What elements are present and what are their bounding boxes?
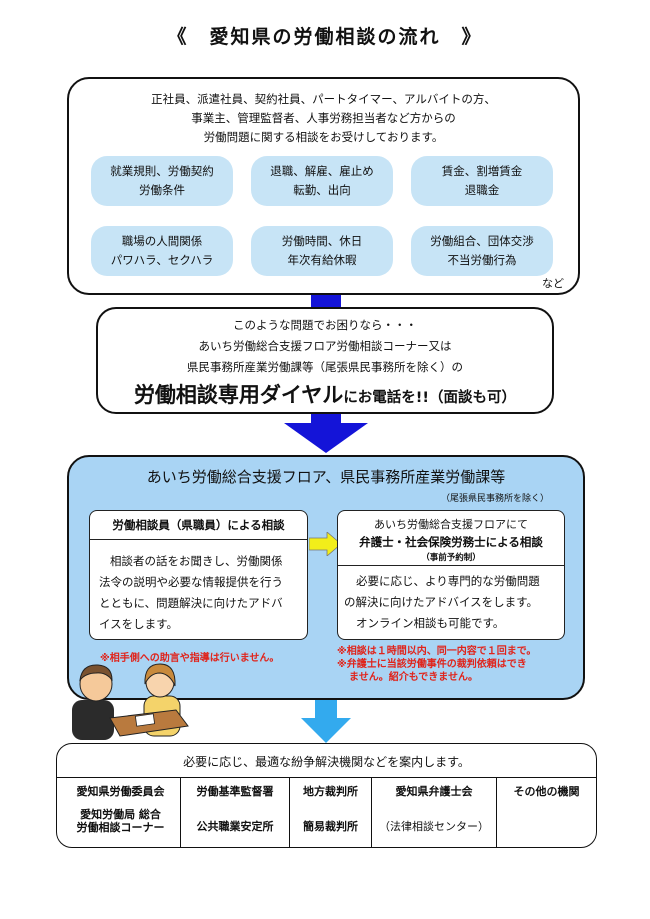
dial-name: 労働相談専用ダイヤル (133, 383, 344, 407)
category-line: 退職金 (464, 183, 500, 197)
etc-label: など (542, 277, 564, 290)
intro-line-1: 正社員、派遣社員、契約社員、パートタイマー、アルバイトの方、 (151, 92, 496, 106)
expert-panel-body: 必要に応じ、より専門的な労働問題 の解決に向けたアドバイスをします。 オンライン… (344, 571, 560, 634)
expert-heading-prefix: あいち労働総合支援フロアにて (374, 518, 528, 531)
down-arrow-icon (284, 423, 368, 453)
expert-body-line: の解決に向けたアドバイスをします。 (344, 595, 539, 609)
staff-panel-heading: 労働相談員（県職員）による相談 (90, 511, 307, 540)
expert-panel-heading: あいち労働総合支援フロアにて 弁護士・社会保険労務士による相談 （事前予約制） (338, 511, 564, 566)
referral-box: 必要に応じ、最適な紛争解決機関などを案内します。 愛知県労働委員会 愛知労働局 … (56, 743, 597, 848)
institution-summary-court: 簡易裁判所 (303, 820, 358, 833)
category-line: 職場の人間関係 (121, 234, 203, 248)
category-line: 労働組合、団体交渉 (430, 234, 534, 248)
expert-body-line: 必要に応じ、より専門的な労働問題 (356, 574, 540, 588)
institution-labor-standards: 労働基準監督署 (196, 785, 274, 798)
category-working-hours: 労働時間、休日 年次有給休暇 (251, 226, 393, 276)
institution-line: 愛知労働局 総合 (80, 808, 161, 821)
category-line: 退職、解雇、雇止め (270, 164, 374, 178)
intro-line-2: 事業主、管理監督者、人事労務担当者など方からの (191, 111, 456, 125)
institution-labor-bureau: 愛知労働局 総合 労働相談コーナー (61, 808, 180, 834)
institution-bar-association: 愛知県弁護士会 (395, 785, 473, 798)
page-title: 《 愛知県の労働相談の流れ 》 (167, 26, 483, 48)
intro-line-3: 労働問題に関する相談をお受けしております。 (203, 130, 444, 144)
expert-warning-line: ※相談は１時間以内、同一内容で１回まで。 (337, 646, 537, 657)
staff-consultation-panel: 労働相談員（県職員）による相談 相談者の話をお聞きし、労働関係 法令の説明や必要… (89, 510, 308, 640)
referral-heading: 必要に応じ、最適な紛争解決機関などを案内します。 (183, 755, 470, 769)
institution-other: その他の機関 (513, 785, 580, 798)
category-relationships: 職場の人間関係 パワハラ、セクハラ (91, 226, 233, 276)
staff-body-line: 相談者の話をお聞きし、労働関係 (110, 554, 283, 568)
problem-line-2: あいち労働総合支援フロア労働相談コーナー又は (198, 339, 452, 353)
staff-panel-body: 相談者の話をお聞きし、労働関係 法令の説明や必要な情報提供を行う とともに、問題… (99, 551, 304, 635)
right-arrow-icon (309, 532, 341, 556)
table-divider (57, 777, 596, 778)
staff-body-line: とともに、問題解決に向けたアドバ (99, 596, 283, 610)
visit-text: （面談も可） (429, 390, 517, 406)
institution-line: 労働相談コーナー (76, 821, 165, 834)
staff-body-line: イスをします。 (99, 617, 179, 631)
column-divider (180, 778, 181, 847)
institution-employment-office: 公共職業安定所 (196, 820, 274, 833)
call-text: にお電話を!! (343, 390, 430, 406)
consultation-targets-box: 正社員、派遣社員、契約社員、パートタイマー、アルバイトの方、 事業主、管理監督者… (67, 77, 580, 295)
office-note: （尾張県民事務所を除く） (440, 494, 549, 504)
office-box: あいち労働総合支援フロア、県民事務所産業労働課等 （尾張県民事務所を除く） 労働… (67, 455, 585, 700)
expert-warning-line: ません。紹介もできません。 (349, 672, 478, 683)
problem-line-3: 県民事務所産業労働課等（尾張県民事務所を除く）の (187, 360, 463, 374)
institution-legal-center: （法律相談センター） (379, 820, 489, 833)
down-arrow-light-icon (301, 696, 351, 743)
category-line: 労働時間、休日 (281, 234, 363, 248)
category-contract: 就業規則、労働契約 労働条件 (91, 156, 233, 206)
category-dismissal: 退職、解雇、雇止め 転勤、出向 (251, 156, 393, 206)
category-line: 労働条件 (139, 183, 185, 197)
expert-reservation: （事前予約制） (421, 553, 481, 563)
expert-warnings: ※相談は１時間以内、同一内容で１回まで。 ※弁護士に当該労働事件の裁判依頼はでき… (337, 645, 575, 684)
expert-heading: 弁護士・社会保険労務士による相談 (359, 535, 543, 549)
category-line: 就業規則、労働契約 (110, 164, 214, 178)
column-divider (496, 778, 497, 847)
office-title: あいち労働総合支援フロア、県民事務所産業労働課等 (146, 468, 506, 486)
category-line: 不当労働行為 (447, 253, 517, 267)
dial-callout: 労働相談専用ダイヤルにお電話を!!（面談も可） (98, 379, 552, 409)
expert-warning-line: ※弁護士に当該労働事件の裁判依頼はでき (337, 659, 527, 670)
category-line: 転勤、出向 (293, 183, 351, 197)
consultation-illustration (72, 663, 189, 740)
category-line: パワハラ、セクハラ (110, 253, 214, 267)
category-wages: 賃金、割増賃金 退職金 (411, 156, 553, 206)
institution-district-court: 地方裁判所 (303, 785, 358, 798)
column-divider (289, 778, 290, 847)
staff-body-line: 法令の説明や必要な情報提供を行う (99, 575, 283, 589)
problem-line-1: このような問題でお困りなら・・・ (233, 318, 417, 332)
category-line: 賃金、割増賃金 (441, 164, 523, 178)
expert-body-line: オンライン相談も可能です。 (356, 616, 505, 630)
category-line: 年次有給休暇 (287, 253, 357, 267)
expert-consultation-panel: あいち労働総合支援フロアにて 弁護士・社会保険労務士による相談 （事前予約制） … (337, 510, 565, 640)
institution-labor-commission: 愛知県労働委員会 (76, 785, 165, 798)
column-divider (371, 778, 372, 847)
problem-box: このような問題でお困りなら・・・ あいち労働総合支援フロア労働相談コーナー又は … (96, 307, 554, 414)
staff-warning: ※相手側への助言や指導は行いません。 (100, 653, 280, 664)
category-labor-union: 労働組合、団体交渉 不当労働行為 (411, 226, 553, 276)
